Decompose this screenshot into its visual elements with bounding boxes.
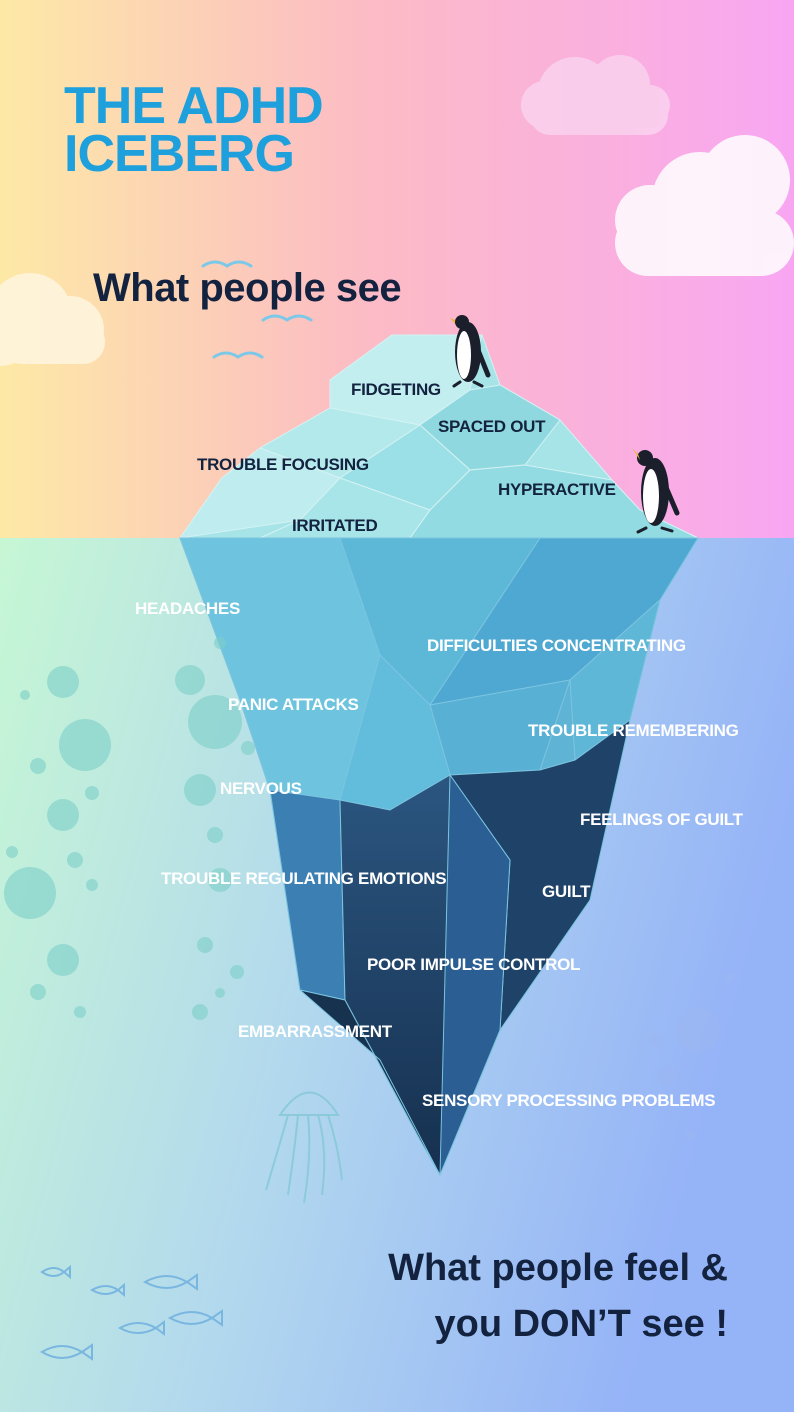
label-hyperactive: HYPERACTIVE [498,480,616,499]
below-water-heading: What people feel & you DON’T see ! [388,1240,728,1352]
label-trouble-focusing: TROUBLE FOCUSING [197,455,369,474]
label-headaches: HEADACHES [135,599,240,618]
label-panic-attacks: PANIC ATTACKS [228,695,359,714]
cloud-icon [0,273,105,366]
iceberg-tip [178,334,699,539]
penguin-icon [450,315,491,388]
title-line: ICEBERG [64,125,295,183]
bubbles-decoration [649,973,735,1140]
page-title: THE ADHD ICEBERG [64,77,324,183]
penguin-icon [632,448,680,534]
label-trouble-remembering: TROUBLE REMEMBERING [528,721,739,740]
label-sensory-processing-problems: SENSORY PROCESSING PROBLEMS [422,1091,716,1110]
label-difficulties-concentrating: DIFFICULTIES CONCENTRATING [427,636,686,655]
bubbles-decoration [4,637,255,1020]
label-feelings-of-guilt: FEELINGS OF GUILT [580,810,743,829]
label-embarrassment: EMBARRASSMENT [238,1022,392,1041]
label-nervous: NERVOUS [220,779,302,798]
heading-line: What people feel & [388,1247,728,1289]
fish-icon [40,1264,223,1361]
label-guilt: GUILT [542,882,591,901]
label-fidgeting: FIDGETING [351,380,441,399]
label-trouble-regulating-emotions: TROUBLE REGULATING EMOTIONS [161,869,447,888]
cloud-icon [521,55,670,135]
jellyfish-icon [265,1091,343,1204]
label-irritated: IRRITATED [292,516,378,535]
heading-line: you DON’T see ! [434,1303,729,1345]
label-spaced-out: SPACED OUT [438,417,546,436]
title-line: THE ADHD [64,77,324,135]
label-poor-impulse-control: POOR IMPULSE CONTROL [367,955,581,974]
iceberg-underwater [179,537,699,1177]
above-water-heading: What people see [93,266,402,310]
bird-icon [201,260,313,359]
cloud-icon [615,135,794,276]
